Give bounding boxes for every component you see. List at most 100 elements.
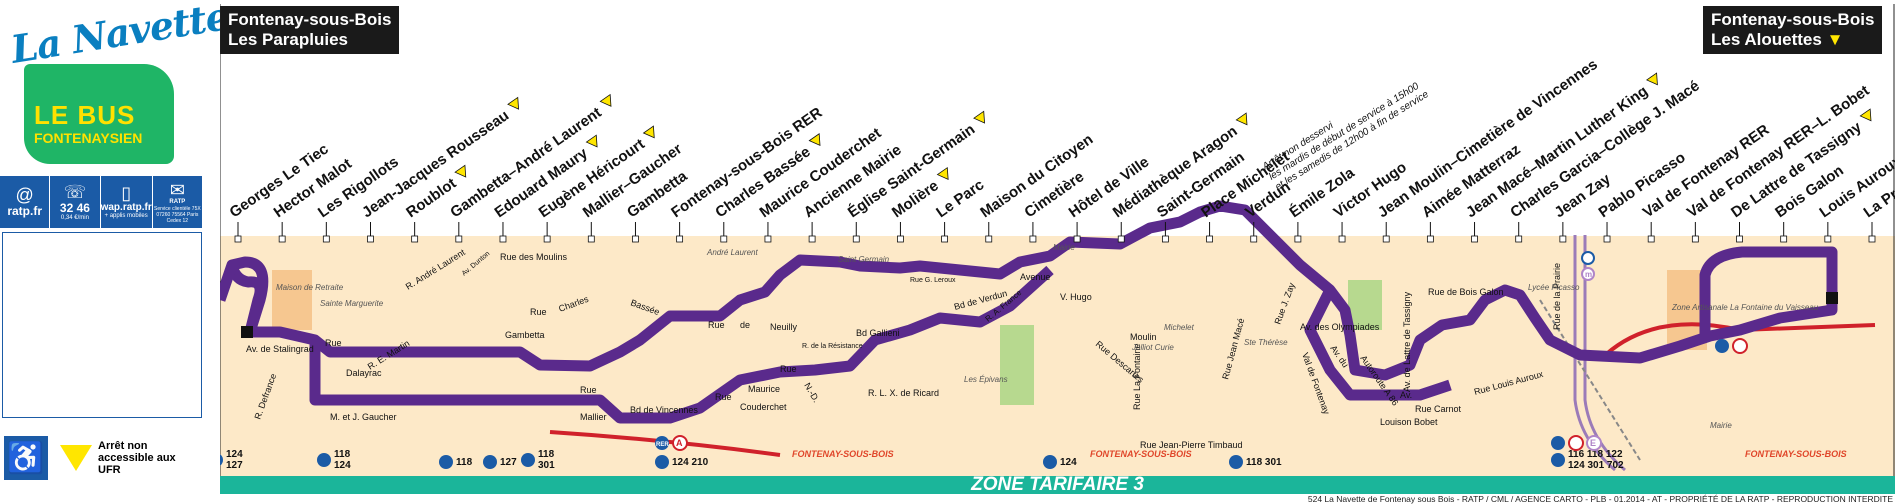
stop-marker [1868, 235, 1876, 243]
terminus-marker-left [241, 326, 253, 338]
retirement-home-area [272, 270, 312, 330]
street-label: Rue [580, 385, 597, 395]
terminus-left-line2: Les Parapluies [228, 30, 349, 49]
terminus-left: Fontenay-sous-Bois Les Parapluies [220, 6, 400, 54]
ufr-triangle-icon [642, 125, 655, 139]
logo-green-splash [24, 64, 174, 164]
footer-credits: 524 La Navette de Fontenay sous Bois - R… [1307, 494, 1893, 504]
stop-marker [1559, 235, 1567, 243]
street-label: Rue La Fontaine [1132, 343, 1142, 410]
ufr-triangle-icon [973, 110, 986, 124]
bus-station-icon [1581, 251, 1595, 265]
bus-connection: 124 210 [655, 455, 709, 469]
street-label: V. Hugo [1060, 292, 1092, 302]
logo-bus-text: LE BUS [34, 100, 136, 130]
bus-connection-lines: 118 [456, 457, 473, 468]
street-label: Louison Bobet [1380, 417, 1438, 427]
terminus-right-line1: Fontenay-sous-Bois [1711, 10, 1875, 29]
stop-name: Le Parc [933, 176, 987, 221]
street-label: Av. des Olympiades [1300, 322, 1380, 332]
street-label: Rue de la Prairie [1552, 263, 1562, 330]
street-label: Rue [325, 338, 342, 348]
stop-marker [1780, 235, 1788, 243]
stop-marker [764, 235, 772, 243]
town-label: FONTENAY-SOUS-BOIS [1745, 449, 1847, 459]
stop-marker [543, 235, 551, 243]
mobile-icon: ▯ [121, 183, 132, 203]
stop-marker [1294, 235, 1302, 243]
street-label: Avenue [1020, 272, 1050, 282]
contact-phone[interactable]: ☏ 32 46 0,34 €/min [50, 176, 101, 228]
street-label: Neuilly [770, 322, 798, 332]
landmark-label: Mairie [1053, 243, 1075, 252]
at-icon: @ [15, 185, 34, 205]
contact-bar: @ ratp.fr ☏ 32 46 0,34 €/min ▯ wap.ratp.… [0, 176, 204, 228]
bus-connection: 127 [483, 455, 517, 469]
stop-marker [499, 235, 507, 243]
landmark-label: Mairie [1710, 421, 1732, 430]
sidebar-panel: La Navette LE BUS FONTENAYSIEN @ ratp.fr… [0, 0, 232, 504]
street-label: Rue [708, 320, 725, 330]
stop-marker [1162, 235, 1169, 243]
contact-label: ratp.fr [7, 204, 42, 218]
town-label: FONTENAY-SOUS-BOIS [792, 449, 894, 459]
rer-icon [655, 436, 669, 450]
stop-marker [1206, 235, 1213, 243]
bus-connection-lines: 118 301 [1246, 457, 1282, 468]
stop-marker [1603, 235, 1611, 243]
bus-connection: 124 [1043, 455, 1077, 469]
stop-marker [985, 235, 993, 243]
rer-icon [1715, 339, 1729, 353]
ufr-triangle-icon [936, 166, 949, 180]
wheelchair-icon: ♿ [4, 436, 48, 480]
rer-label: RER [656, 442, 669, 448]
stop-marker [852, 235, 860, 243]
bus-connection-lines: 127 [500, 457, 517, 468]
rer-a-label: A [676, 438, 683, 448]
mail-icon: ✉ [169, 179, 185, 200]
street-label: Moulin [1130, 332, 1157, 342]
bus-connection-lines: 124 [1060, 457, 1077, 468]
contact-web[interactable]: @ ratp.fr [0, 176, 51, 228]
ufr-triangle-icon [1859, 108, 1872, 122]
phone-icon: ☏ [63, 181, 87, 202]
stop-marker [587, 235, 595, 243]
street-label: Av. de Lattre de Tassigny [1402, 291, 1412, 392]
rer-a-icon [1732, 338, 1748, 354]
park-area [1000, 325, 1034, 405]
stop-label[interactable]: Le Parc [933, 176, 987, 221]
logo-sub-text: FONTENAYSIEN [34, 130, 143, 146]
rer-e-line-2 [1583, 235, 1626, 472]
street-label: Maurice [748, 384, 780, 394]
ufr-triangle-icon [507, 96, 520, 110]
landmark-label: Saint Germain [838, 255, 890, 264]
zone-tarifaire: ZONE TARIFAIRE 3 [220, 475, 1895, 494]
ufr-triangle-icon [585, 134, 598, 148]
contact-mail[interactable]: ✉ RATP Service clientèle 75X 07260 75564… [153, 176, 204, 228]
stop-marker [808, 235, 816, 243]
landmark-label: Les Épivans [964, 375, 1008, 384]
landmark-label: Lycée Picasso [1528, 283, 1580, 292]
street-label: Couderchet [740, 402, 787, 412]
contact-wap[interactable]: ▯ wap.ratp.fr + applis mobiles [101, 176, 153, 228]
landmark-label: Zone Artisanale La Fontaine du Vaisseau [1671, 303, 1819, 312]
landmark-labels: Maison de Retraite Sainte Marguerite And… [276, 243, 1819, 430]
ufr-triangle-icon [454, 164, 467, 178]
town-labels: FONTENAY-SOUS-BOIS FONTENAY-SOUS-BOIS FO… [792, 449, 1847, 459]
bus-connection: 118 [439, 455, 473, 469]
terminus-right: Fontenay-sous-Bois Les Alouettes ▼ [1703, 6, 1883, 54]
ufr-triangle-icon [808, 133, 821, 147]
street-label: Rue [530, 307, 547, 317]
stop-marker [1471, 235, 1478, 243]
metro-icon [1581, 267, 1595, 281]
landmark-label: Maison de Retraite [276, 283, 344, 292]
street-label: Av. [1400, 390, 1412, 400]
street-label: Av. de Stalingrad [246, 344, 314, 354]
terminus-marker-right [1826, 292, 1838, 304]
stop-marker [278, 235, 286, 243]
accessibility-text: Arrêt non accessible aux UFR [98, 440, 176, 476]
